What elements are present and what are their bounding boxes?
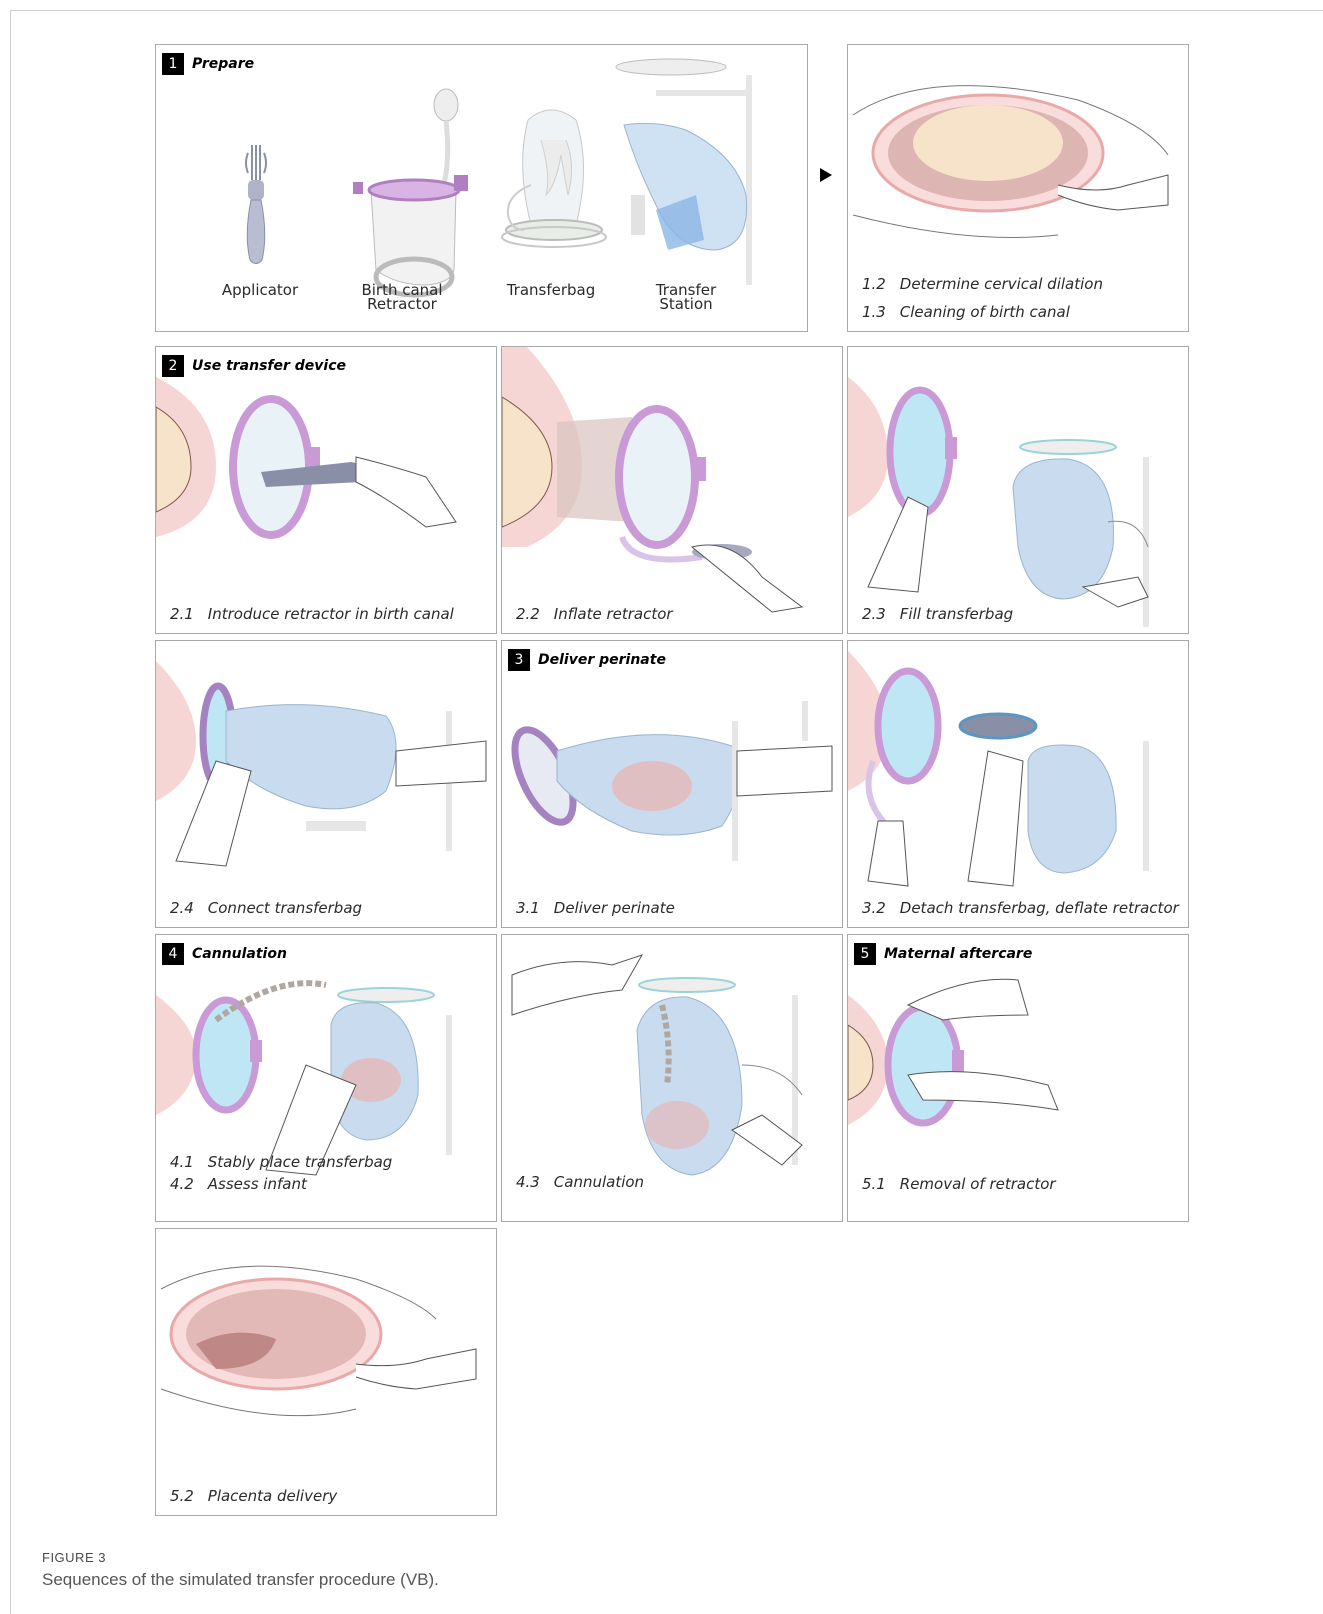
panel-5-2: 5.2 Placenta delivery — [155, 1228, 497, 1516]
applicator-icon — [246, 145, 266, 264]
step-title: Deliver perinate — [538, 652, 666, 668]
birth-canal-retractor-icon — [353, 89, 468, 295]
step-4-header: 4 Cannulation — [162, 943, 287, 965]
step-title: Cannulation — [192, 946, 287, 962]
retractor-label: Birth canal Retractor — [346, 283, 458, 311]
caption-2-2: 2.2 Inflate retractor — [516, 605, 673, 623]
transfer-station-label: Transfer Station — [636, 283, 736, 311]
transferbag-label: Transferbag — [496, 283, 606, 297]
caption-1-2: 1.2 Determine cervical dilation — [862, 275, 1103, 293]
caption-4-2: 4.2 Assess infant — [170, 1175, 307, 1193]
detach-transferbag-illustration — [848, 641, 1189, 928]
caption-2-3: 2.3 Fill transferbag — [862, 605, 1013, 623]
caption-2-4: 2.4 Connect transferbag — [170, 899, 362, 917]
caption-2-1: 2.1 Introduce retractor in birth canal — [170, 605, 454, 623]
arrow-right-icon — [820, 168, 832, 182]
panel-4-3: 4.3 Cannulation — [501, 934, 843, 1222]
caption-3-1: 3.1 Deliver perinate — [516, 899, 675, 917]
panel-3-1: 3 Deliver perinate 3.1 Deliver perinate — [501, 640, 843, 928]
caption-5-2: 5.2 Placenta delivery — [170, 1487, 337, 1505]
step-number: 3 — [508, 649, 530, 671]
applicator-label: Applicator — [214, 283, 306, 297]
deliver-perinate-illustration — [502, 641, 843, 928]
retractor-label-line2: Retractor — [346, 297, 458, 311]
transfer-station-icon — [616, 59, 752, 285]
figure-label: FIGURE 3 — [42, 1550, 106, 1565]
figure-caption: Sequences of the simulated transfer proc… — [42, 1570, 439, 1590]
panel-3-2: 3.2 Detach transferbag, deflate retracto… — [847, 640, 1189, 928]
step-3-header: 3 Deliver perinate — [508, 649, 666, 671]
introduce-retractor-illustration — [156, 347, 497, 634]
panel-5-1: 5 Maternal aftercare 5.1 Removal of retr… — [847, 934, 1189, 1222]
placenta-delivery-illustration — [156, 1229, 497, 1516]
step-number: 4 — [162, 943, 184, 965]
caption-4-3: 4.3 Cannulation — [516, 1173, 644, 1191]
panel-prepare: 1 Prepare — [155, 44, 808, 332]
panel-2-2: 2.2 Inflate retractor — [501, 346, 843, 634]
panel-1-2: 1.2 Determine cervical dilation 1.3 Clea… — [847, 44, 1189, 332]
step-1-header: 1 Prepare — [162, 53, 254, 75]
panel-4-1: 4 Cannulation 4.1 Stably place transferb… — [155, 934, 497, 1222]
connect-transferbag-illustration — [156, 641, 497, 928]
fill-transferbag-illustration — [848, 347, 1189, 634]
caption-1-3: 1.3 Cleaning of birth canal — [862, 303, 1070, 321]
panel-2-4: 2.4 Connect transferbag — [155, 640, 497, 928]
step-2-header: 2 Use transfer device — [162, 355, 346, 377]
step-title: Maternal aftercare — [884, 946, 1032, 962]
step-number: 2 — [162, 355, 184, 377]
transferbag-icon — [502, 110, 606, 247]
caption-5-1: 5.1 Removal of retractor — [862, 1175, 1056, 1193]
caption-4-1: 4.1 Stably place transferbag — [170, 1153, 392, 1171]
step-5-header: 5 Maternal aftercare — [854, 943, 1032, 965]
step-number: 1 — [162, 53, 184, 75]
step-title: Use transfer device — [192, 358, 346, 374]
panel-2-1: 2 Use transfer device 2.1 Introduce retr… — [155, 346, 497, 634]
caption-3-2: 3.2 Detach transferbag, deflate retracto… — [862, 899, 1179, 917]
step-number: 5 — [854, 943, 876, 965]
inflate-retractor-illustration — [502, 347, 843, 634]
station-label-line2: Station — [636, 297, 736, 311]
panel-2-3: 2.3 Fill transferbag — [847, 346, 1189, 634]
step-title: Prepare — [192, 56, 254, 72]
